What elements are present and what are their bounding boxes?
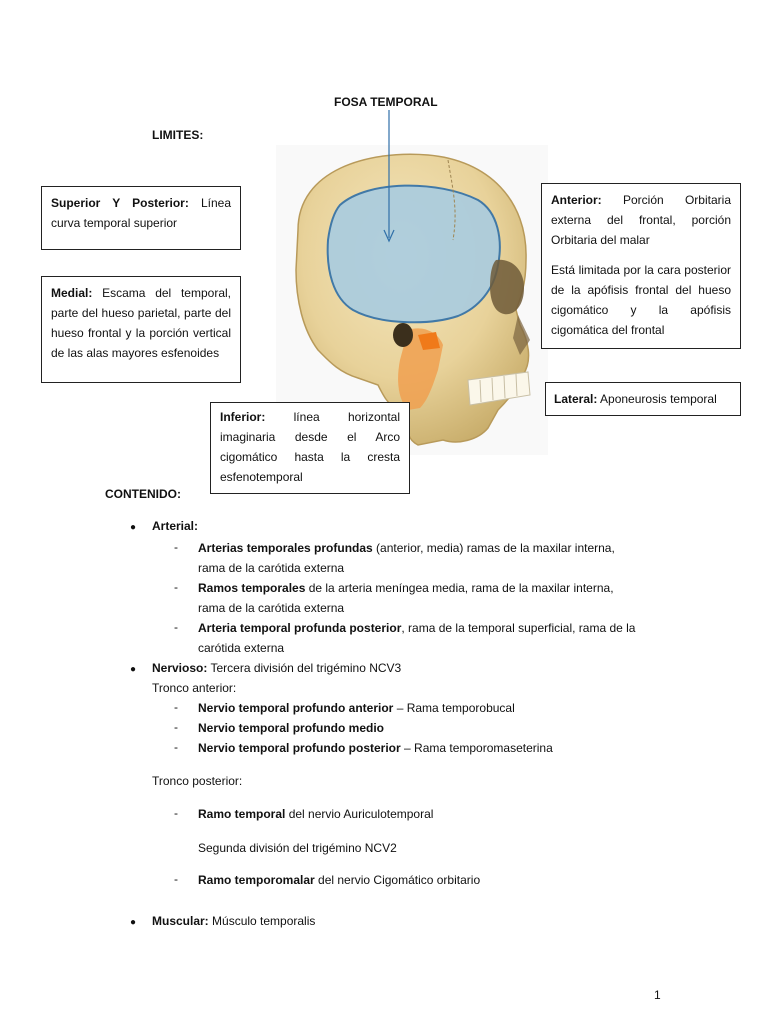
superior-label: Superior Y Posterior:: [51, 196, 189, 210]
arterial-item-2-cont: rama de la carótida externa: [198, 601, 345, 615]
anterior-label: Anterior:: [551, 193, 602, 207]
dash-icon: -: [174, 740, 178, 754]
arterial-item-3-cont: carótida externa: [198, 641, 285, 655]
lateral-label: Lateral:: [554, 392, 598, 406]
muscular-line: Muscular: Músculo temporalis: [152, 914, 316, 928]
superior-text: Línea curva temporal superior: [51, 196, 231, 230]
dash-icon: -: [174, 720, 178, 734]
inferior-text: línea horizontal imaginaria desde el Arc…: [220, 410, 400, 484]
limites-heading: LIMITES:: [152, 128, 204, 142]
box-superior: Superior Y Posterior: Línea curva tempor…: [41, 186, 241, 250]
post-item-2: Ramo temporomalar del nervio Cigomático …: [198, 873, 481, 887]
dash-icon: -: [174, 580, 178, 594]
arterial-item-3: Arteria temporal profunda posterior, ram…: [198, 621, 636, 635]
tronco-anterior: Tronco anterior:: [152, 681, 237, 695]
nervio-item-2: Nervio temporal profundo medio: [198, 721, 385, 735]
lateral-text: Aponeurosis temporal: [600, 392, 717, 406]
bullet-icon: ●: [130, 664, 137, 675]
inferior-label: Inferior:: [220, 410, 266, 424]
arterial-item-1-cont: rama de la carótida externa: [198, 561, 345, 575]
nervio-item-1: Nervio temporal profundo anterior – Rama…: [198, 701, 515, 715]
dash-icon: -: [174, 540, 178, 554]
medial-text: Escama del temporal, parte del hueso par…: [51, 286, 231, 360]
contenido-heading: CONTENIDO:: [105, 487, 181, 501]
skull-illustration: [276, 110, 548, 455]
dash-icon: -: [174, 620, 178, 634]
dash-icon: -: [174, 806, 178, 820]
page-title: FOSA TEMPORAL: [334, 95, 438, 109]
bullet-icon: ●: [130, 917, 137, 928]
arterial-item-2: Ramos temporales de la arteria meníngea …: [198, 581, 614, 595]
box-anterior: Anterior: Porción Orbitaria externa del …: [541, 183, 741, 349]
anterior-text: Porción Orbitaria externa del frontal, p…: [551, 193, 731, 247]
anterior-text-2: Está limitada por la cara posterior de l…: [551, 263, 731, 337]
dash-icon: -: [174, 872, 178, 886]
box-medial: Medial: Escama del temporal, parte del h…: [41, 276, 241, 383]
page-number: 1: [654, 988, 661, 1002]
arterial-label: Arterial:: [152, 519, 199, 533]
box-lateral: Lateral: Aponeurosis temporal: [545, 382, 741, 416]
medial-label: Medial:: [51, 286, 93, 300]
arterial-item-1: Arterias temporales profundas (anterior,…: [198, 541, 615, 555]
dash-icon: -: [174, 700, 178, 714]
nervio-item-3: Nervio temporal profundo posterior – Ram…: [198, 741, 553, 755]
segunda-division: Segunda división del trigémino NCV2: [198, 841, 397, 855]
bullet-icon: ●: [130, 522, 137, 533]
box-inferior: Inferior: línea horizontal imaginaria de…: [210, 402, 410, 494]
post-item-1: Ramo temporal del nervio Auriculotempora…: [198, 807, 434, 821]
nervioso-line: Nervioso: Tercera división del trigémino…: [152, 661, 402, 675]
tronco-posterior: Tronco posterior:: [152, 774, 243, 788]
